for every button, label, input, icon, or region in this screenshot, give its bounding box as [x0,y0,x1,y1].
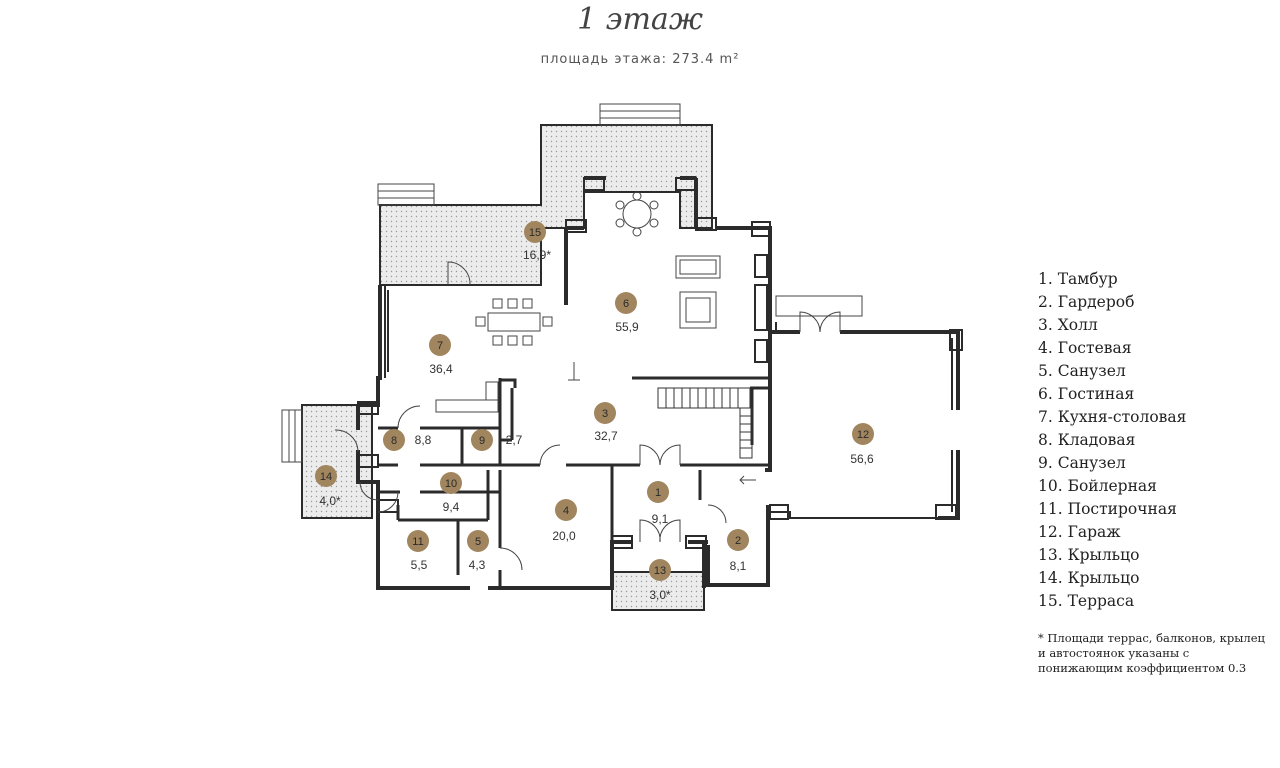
svg-text:4,3: 4,3 [469,558,486,572]
room-9-marker: 9 2,7 [471,429,523,451]
staircase [657,387,753,459]
legend-item: 8. Кладовая [1038,431,1136,449]
room-2-marker: 2 8,1 [727,529,749,573]
legend-item: 11. Постирочная [1038,500,1177,518]
legend-item: 9. Санузел [1038,454,1126,472]
svg-text:5,5: 5,5 [411,558,428,572]
room-4-marker: 4 20,0 [552,499,577,543]
floor-plan: 1 9,1 2 8,1 3 32,7 4 20,0 5 4,3 6 55,9 [281,103,963,611]
room-legend: 1. Тамбур 2. Гардероб 3. Холл 4. Гостева… [1038,268,1186,613]
svg-text:9: 9 [479,435,485,447]
svg-text:4: 4 [563,505,569,517]
svg-text:20,0: 20,0 [552,529,576,543]
room-11-marker: 11 5,5 [407,530,429,572]
window-marks [357,177,963,549]
svg-text:32,7: 32,7 [594,429,618,443]
door-swings [334,261,841,571]
legend-item: 4. Гостевая [1038,339,1132,357]
legend-item: 6. Гостиная [1038,385,1135,403]
svg-text:36,4: 36,4 [429,362,453,376]
room-6-marker: 6 55,9 [615,292,639,334]
room-1-marker: 1 9,1 [647,481,669,526]
svg-text:9,4: 9,4 [443,500,460,514]
room-8-marker: 8 8,8 [383,429,432,451]
svg-text:6: 6 [623,298,629,310]
legend-item: 7. Кухня-столовая [1038,408,1187,426]
svg-text:11: 11 [412,536,423,548]
room-10-marker: 10 9,4 [440,472,462,514]
svg-text:13: 13 [654,565,666,577]
floor-area-subtitle: площадь этажа: 273.4 m² [540,52,740,67]
svg-text:2,7: 2,7 [506,433,523,447]
legend-item: 12. Гараж [1038,523,1121,541]
room-15-marker: 15 16,9* [523,221,551,262]
legend-item: 1. Тамбур [1038,270,1118,288]
terrace-areas [301,124,713,611]
floor-title: 1 этаж [577,2,703,37]
room-7-marker: 7 36,4 [429,334,453,376]
svg-text:14: 14 [320,471,332,483]
legend-item: 15. Терраса [1038,592,1135,610]
svg-text:15: 15 [529,227,541,239]
svg-text:3: 3 [602,408,608,420]
svg-text:9,1: 9,1 [652,512,669,526]
legend-item: 13. Крыльцо [1038,546,1140,564]
svg-text:12: 12 [857,429,869,441]
room-12-marker: 12 56,6 [850,423,874,466]
svg-text:55,9: 55,9 [615,320,639,334]
svg-text:1: 1 [655,487,661,499]
svg-text:8,8: 8,8 [415,433,432,447]
legend-item: 5. Санузел [1038,362,1126,380]
svg-text:2: 2 [735,535,741,547]
svg-text:5: 5 [475,536,481,548]
legend-item: 3. Холл [1038,316,1098,334]
svg-text:8,1: 8,1 [730,559,747,573]
svg-text:16,9*: 16,9* [523,248,551,262]
legend-item: 14. Крыльцо [1038,569,1140,587]
svg-text:56,6: 56,6 [850,452,874,466]
svg-text:7: 7 [437,340,443,352]
room-5-marker: 5 4,3 [467,530,489,572]
svg-text:3,0*: 3,0* [649,588,671,602]
svg-text:8: 8 [391,435,397,447]
room-3-marker: 3 32,7 [594,402,618,443]
svg-text:10: 10 [445,478,457,490]
legend-item: 10. Бойлерная [1038,477,1157,495]
area-footnote: * Площади террас, балконов, крылец и авт… [1038,631,1265,675]
room-markers: 1 9,1 2 8,1 3 32,7 4 20,0 5 4,3 6 55,9 [315,221,874,602]
room-14-marker: 14 4,0* [315,465,341,508]
steps [281,103,863,463]
room-13-marker: 13 3,0* [649,559,671,602]
furniture [435,191,756,485]
svg-text:4,0*: 4,0* [319,494,341,508]
legend-item: 2. Гардероб [1038,293,1135,311]
